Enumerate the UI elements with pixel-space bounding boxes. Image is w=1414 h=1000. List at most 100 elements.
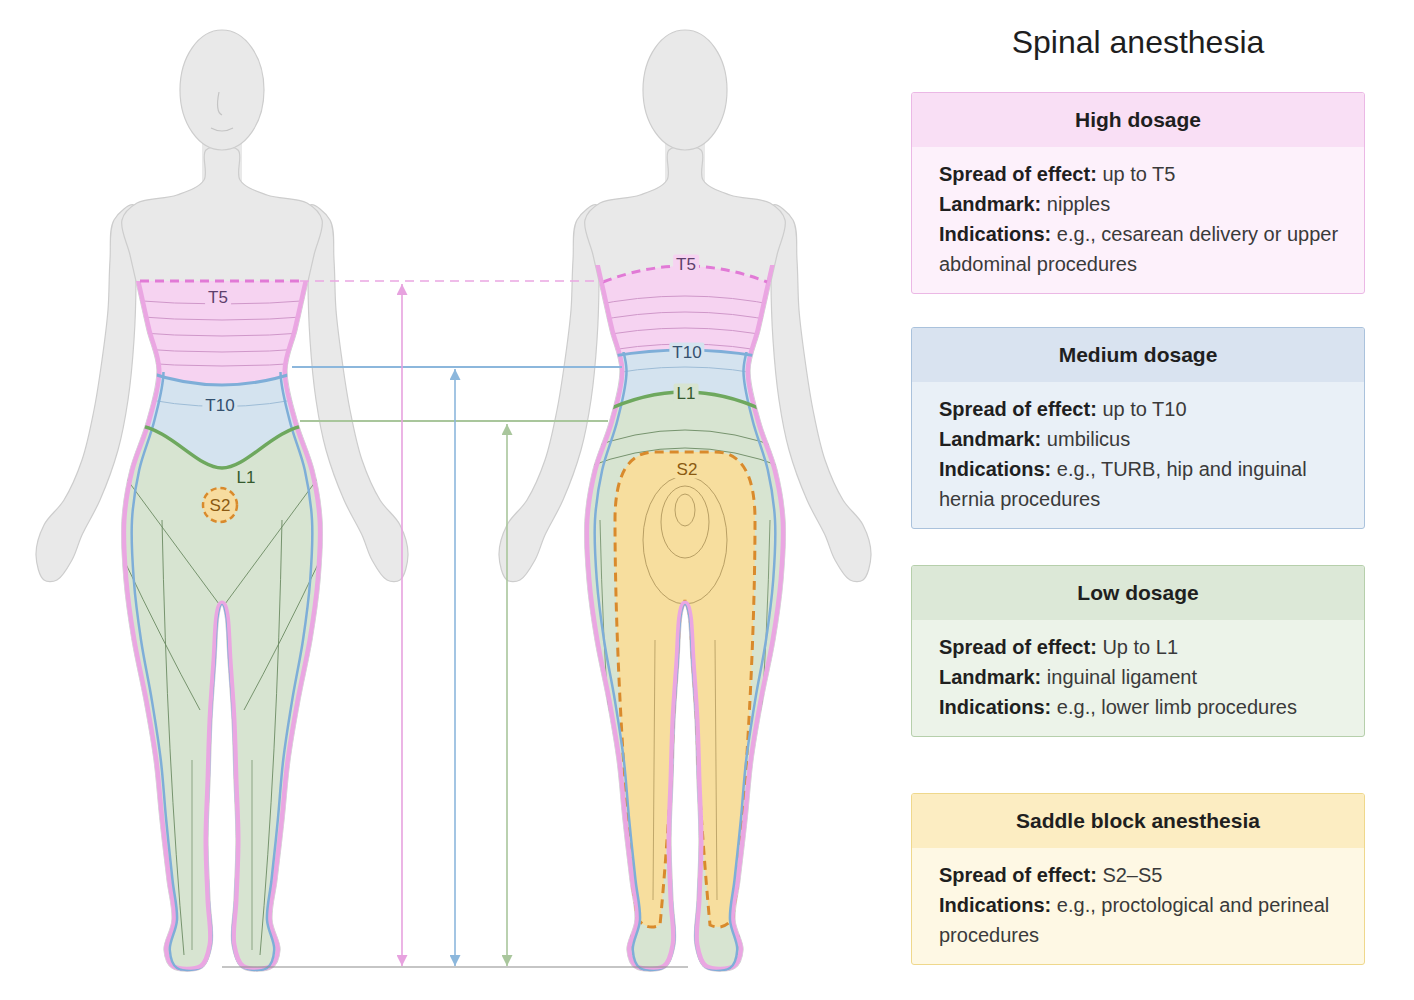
t10-guide-line <box>292 366 622 368</box>
rim-group <box>122 281 323 971</box>
box-body: Spread of effect:up to T10Landmark: umbil… <box>912 382 1364 528</box>
box-line: Landmark: umbilicus <box>939 424 1340 454</box>
box-line: Spread of effect:up to T10 <box>939 394 1340 424</box>
body-silhouette <box>585 146 786 971</box>
high-dose-rim <box>122 281 323 971</box>
extent-arrow <box>454 369 456 966</box>
dermatome-loop <box>661 486 709 558</box>
field-value: up to T5 <box>1102 163 1175 185</box>
level-guides <box>222 281 688 967</box>
baseline <box>222 966 688 967</box>
head-silhouette <box>643 30 727 150</box>
box-body: Spread of effect:Up to L1 Landmark: inguin… <box>912 620 1364 736</box>
dermatome-line <box>653 640 655 900</box>
box-line: Spread of effect:S2–S5 <box>939 860 1340 890</box>
field-value: S2–S5 <box>1102 864 1162 886</box>
high-dose-region <box>92 281 352 1000</box>
field-value: Up to L1 <box>1102 636 1178 658</box>
dermatome-line <box>192 760 193 950</box>
dermatome-label: T10 <box>669 343 704 362</box>
box-heading: Saddle block anesthesia <box>912 794 1364 848</box>
dermatome-line <box>252 760 253 950</box>
dermatome-label: S2 <box>207 496 234 515</box>
saddle-block-border <box>615 452 755 927</box>
box-body: Spread of effect:up to T5 Landmark: nipple… <box>912 147 1364 293</box>
field-name: Landmark: <box>939 193 1041 215</box>
dermatome-line <box>127 316 317 320</box>
dosage-box: Medium dosageSpread of effect:up to T10L… <box>911 327 1365 529</box>
field-name: Indications: <box>939 894 1051 916</box>
saddle-block-region <box>615 452 755 927</box>
box-heading: Low dosage <box>912 566 1364 620</box>
medium-dose-rim <box>132 372 313 971</box>
l1-level-line <box>137 425 307 468</box>
rim-group <box>132 372 313 971</box>
field-name: Spread of effect: <box>939 636 1097 658</box>
dermatome-line <box>590 328 780 338</box>
field-name: Spread of effect: <box>939 163 1097 185</box>
dermatome-label: L1 <box>674 384 699 403</box>
dermatome-label: T5 <box>205 288 231 307</box>
extent-arrow <box>401 284 403 966</box>
t5-guide-line <box>300 280 604 282</box>
back-figure <box>499 30 871 1000</box>
dosage-box: High dosageSpread of effect:up to T5Land… <box>911 92 1365 294</box>
box-line: Landmark: nipples <box>939 189 1340 219</box>
box-line: Indications:e.g., TURB, hip and inguinal… <box>939 454 1340 514</box>
field-name: Landmark: <box>939 666 1041 688</box>
dermatome-label: L1 <box>234 468 259 487</box>
field-value: up to T10 <box>1102 398 1186 420</box>
medium-dose-region <box>92 372 352 1000</box>
field-value: umbilicus <box>1047 428 1130 450</box>
t5-level-line <box>140 280 304 283</box>
field-name: Spread of effect: <box>939 864 1097 886</box>
box-line: Indications:e.g., proctological and peri… <box>939 890 1340 950</box>
diagram-title: Spinal anesthesia <box>911 22 1365 62</box>
field-value: e.g., lower limb procedures <box>1057 696 1297 718</box>
dermatome-line <box>127 362 317 366</box>
box-line: Landmark: inguinal ligament <box>939 662 1340 692</box>
face-nose <box>218 92 222 115</box>
dermatome-loop <box>675 494 695 526</box>
field-name: Spread of effect: <box>939 398 1097 420</box>
dermatome-label: T10 <box>202 396 237 415</box>
l1-guide-line <box>300 420 608 422</box>
head-silhouette <box>180 30 264 150</box>
t10-level-line <box>147 372 297 385</box>
rim-group <box>595 352 776 971</box>
dosage-box: Low dosageSpread of effect:Up to L1Landm… <box>911 565 1365 737</box>
field-name: Indications: <box>939 696 1051 718</box>
dermatome-label: T5 <box>673 255 699 274</box>
medium-dose-region <box>555 350 815 1000</box>
dermatome-line <box>590 312 780 322</box>
box-body: Spread of effect:S2–S5Indications:e.g., … <box>912 848 1364 964</box>
extent-arrow <box>506 424 508 966</box>
field-value: inguinal ligament <box>1047 666 1197 688</box>
dermatome-label: S2 <box>674 460 701 479</box>
rim-group <box>585 265 786 971</box>
box-line: Spread of effect:up to T5 <box>939 159 1340 189</box>
field-value: nipples <box>1047 193 1110 215</box>
box-heading: Medium dosage <box>912 328 1364 382</box>
dermatome-line <box>127 332 317 336</box>
dermatome-line <box>590 367 780 378</box>
high-dose-rim <box>585 265 786 971</box>
box-line: Indications:e.g., cesarean delivery or u… <box>939 219 1340 279</box>
s2-spot <box>203 488 237 522</box>
field-name: Landmark: <box>939 428 1041 450</box>
box-line: Indications: e.g., lower limb procedures <box>939 692 1340 722</box>
box-heading: High dosage <box>912 93 1364 147</box>
dosage-box: Saddle block anesthesiaSpread of effect:… <box>911 793 1365 965</box>
field-name: Indications: <box>939 223 1051 245</box>
box-line: Spread of effect:Up to L1 <box>939 632 1340 662</box>
front-figure <box>36 30 408 1000</box>
dermatome-line <box>590 296 780 306</box>
dermatome-regions <box>92 146 352 1000</box>
low-dose-region <box>92 425 352 1000</box>
dermatome-loop <box>643 476 727 604</box>
dermatome-line <box>715 640 717 900</box>
field-name: Indications: <box>939 458 1051 480</box>
medium-dose-rim <box>595 352 776 971</box>
dermatome-regions <box>555 146 815 1000</box>
